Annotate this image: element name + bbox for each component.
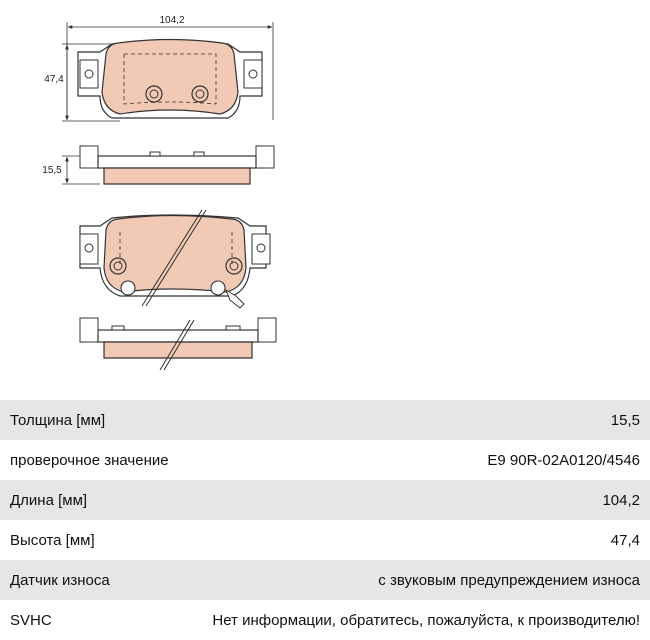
spec-value: Нет информации, обратитесь, пожалуйста, …	[212, 611, 640, 629]
pad-side-view-1	[79, 145, 275, 185]
width-dimension-label: 104,2	[159, 15, 184, 26]
spec-label: Датчик износа	[10, 571, 110, 589]
height-dimension: 47,4	[44, 43, 120, 122]
spec-value: 104,2	[602, 491, 640, 509]
spec-value: E9 90R-02A0120/4546	[487, 451, 640, 469]
pad-side-view-2	[79, 317, 277, 371]
height-dimension-label: 47,4	[44, 74, 64, 85]
spec-label: Высота [мм]	[10, 531, 95, 549]
spec-row-svhc: SVHC Нет информации, обратитесь, пожалуй…	[0, 600, 650, 640]
specifications-table: Толщина [мм] 15,5 проверочное значение E…	[0, 400, 650, 640]
pad-front-view-1	[77, 38, 263, 119]
brake-pad-technical-drawing: 104,2 47,4 15,5	[42, 15, 277, 371]
spec-row-test-value: проверочное значение E9 90R-02A0120/4546	[0, 440, 650, 480]
spec-label: Толщина [мм]	[10, 411, 106, 429]
spec-row-thickness: Толщина [мм] 15,5	[0, 400, 650, 440]
pad-front-view-2	[79, 209, 271, 309]
spec-label: Длина [мм]	[10, 491, 88, 509]
thickness-dimension-label: 15,5	[42, 165, 62, 176]
spec-row-height: Высота [мм] 47,4	[0, 520, 650, 560]
spec-row-wear-sensor: Датчик износа с звуковым предупреждением…	[0, 560, 650, 600]
spec-value: 15,5	[610, 411, 640, 429]
spec-value: с звуковым предупреждением износа	[378, 571, 640, 589]
spec-label: проверочное значение	[10, 451, 169, 469]
spec-row-length: Длина [мм] 104,2	[0, 480, 650, 520]
spec-label: SVHC	[10, 611, 52, 629]
spec-value: 47,4	[610, 531, 640, 549]
